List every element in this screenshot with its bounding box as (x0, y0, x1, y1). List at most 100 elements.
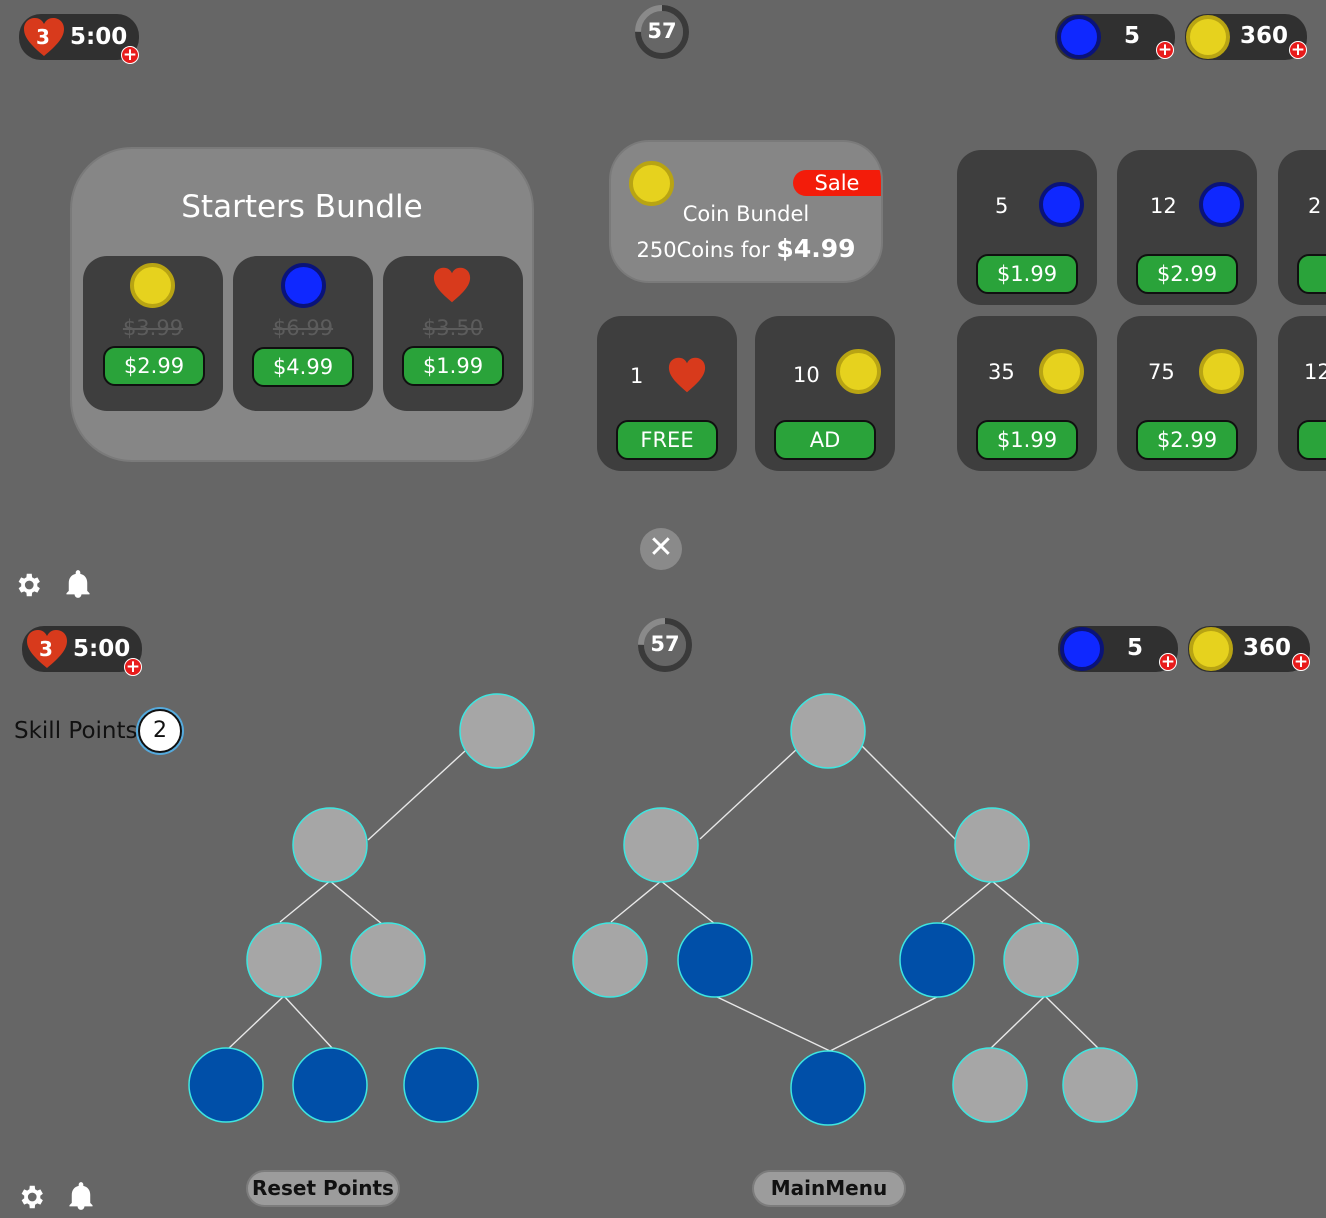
buy-button[interactable]: $4.99 (252, 347, 354, 387)
bundle-item-gems: $6.99 $4.99 (233, 256, 373, 411)
sale-badge: Sale (793, 170, 881, 196)
skill-node-unlocked[interactable] (899, 922, 975, 998)
gem-icon (1060, 627, 1104, 671)
deal-price: $4.99 (776, 234, 856, 263)
buy-button[interactable]: $1.99 (402, 346, 504, 386)
level-indicator: 57 (634, 4, 690, 60)
item-qty: 10 (793, 363, 820, 387)
skill-node-unlocked[interactable] (790, 1050, 866, 1126)
buy-button[interactable]: $2.99 (1136, 254, 1238, 294)
life-timer: 5:00 (70, 24, 128, 50)
buy-button[interactable]: $1.99 (976, 254, 1078, 294)
buy-button[interactable]: $2.99 (1136, 420, 1238, 460)
bell-icon[interactable] (64, 569, 92, 603)
item-qty: 12 (1150, 194, 1177, 218)
lives-pill[interactable]: 3 5:00 + (22, 626, 142, 676)
item-qty: 2 (1308, 194, 1322, 218)
free-heart-card: 1 FREE (597, 316, 737, 471)
add-lives-button[interactable]: + (121, 45, 139, 65)
lives-count: 3 (39, 637, 53, 661)
add-gems-button[interactable]: + (1156, 40, 1174, 60)
old-price: $3.99 (122, 316, 184, 340)
reset-points-button[interactable]: Reset Points (246, 1170, 400, 1207)
item-qty: 1 (630, 364, 644, 388)
gem-count: 5 (1127, 635, 1144, 661)
gem-icon (1039, 182, 1084, 227)
skill-node-locked[interactable] (954, 807, 1030, 883)
skill-node-locked[interactable] (1003, 922, 1079, 998)
skill-node-unlocked[interactable] (403, 1047, 479, 1123)
buy-button[interactable]: $2.99 (103, 346, 205, 386)
gear-icon[interactable] (13, 570, 43, 604)
old-price: $6.99 (272, 316, 334, 340)
coin-pack-card: 35 $1.99 (957, 316, 1097, 471)
gem-pack-card: 2 $ (1278, 150, 1326, 305)
item-qty: 35 (988, 360, 1015, 384)
gem-pack-card: 12 $2.99 (1117, 150, 1257, 305)
skill-node-locked[interactable] (790, 693, 866, 769)
coin-icon (1186, 15, 1230, 59)
heart-icon (432, 266, 472, 308)
coin-bundle-deal[interactable]: Sale Coin Bundel 250Coins for $4.99 (609, 140, 883, 283)
ad-coins-card: 10 AD (755, 316, 895, 471)
deal-offer-text: 250Coins for (636, 238, 770, 262)
gear-icon[interactable] (16, 1182, 46, 1216)
gem-pack-card: 5 $1.99 (957, 150, 1097, 305)
gem-count: 5 (1124, 23, 1141, 49)
main-menu-button[interactable]: MainMenu (752, 1170, 906, 1207)
close-button[interactable]: ✕ (640, 528, 682, 570)
skill-node-unlocked[interactable] (188, 1047, 264, 1123)
coin-pack-card: 75 $2.99 (1117, 316, 1257, 471)
skill-points-count: 2 (138, 709, 182, 753)
add-coins-button[interactable]: + (1292, 652, 1310, 672)
lives-pill[interactable]: 3 5:00 + (19, 14, 139, 64)
skill-node-locked[interactable] (623, 807, 699, 883)
free-button[interactable]: FREE (616, 420, 718, 460)
skill-node-unlocked[interactable] (677, 922, 753, 998)
gems-pill[interactable]: 5 + (1058, 626, 1178, 672)
skill-node-locked[interactable] (1062, 1047, 1138, 1123)
old-price: $3.50 (422, 316, 484, 340)
coin-icon (629, 161, 674, 206)
coin-icon (130, 263, 175, 308)
level-progress-ring (635, 5, 689, 59)
skill-node-locked[interactable] (459, 693, 535, 769)
level-indicator: 57 (637, 617, 693, 673)
coin-icon (1199, 349, 1244, 394)
skill-node-locked[interactable] (292, 807, 368, 883)
coin-count: 360 (1240, 23, 1289, 49)
gem-icon (1199, 182, 1244, 227)
buy-button[interactable]: $ (1297, 420, 1326, 460)
add-gems-button[interactable]: + (1159, 652, 1177, 672)
add-lives-button[interactable]: + (124, 657, 142, 677)
heart-icon (667, 356, 707, 398)
watch-ad-button[interactable]: AD (774, 420, 876, 460)
coins-pill[interactable]: 360 + (1185, 14, 1307, 60)
bundle-title: Starters Bundle (181, 189, 423, 225)
item-qty: 5 (995, 194, 1009, 218)
lives-count: 3 (36, 25, 50, 49)
coin-count: 360 (1243, 635, 1292, 661)
item-qty: 75 (1148, 360, 1175, 384)
heart-icon: 3 (25, 628, 69, 670)
coins-pill[interactable]: 360 + (1188, 626, 1310, 672)
add-coins-button[interactable]: + (1289, 40, 1307, 60)
skill-node-locked[interactable] (246, 922, 322, 998)
shop-screen: 3 5:00 + 57 5 + 360 + Starters Bundle $3… (13, 4, 1326, 604)
coin-icon (1189, 627, 1233, 671)
gems-pill[interactable]: 5 + (1055, 14, 1175, 60)
level-number: 57 (650, 632, 680, 656)
skill-node-locked[interactable] (572, 922, 648, 998)
level-progress-ring (638, 618, 692, 672)
buy-button[interactable]: $ (1297, 254, 1326, 294)
skill-node-locked[interactable] (952, 1047, 1028, 1123)
heart-icon: 3 (22, 16, 66, 58)
deal-offer: 250Coins for $4.99 (611, 234, 881, 263)
gem-icon (281, 263, 326, 308)
buy-button[interactable]: $1.99 (976, 420, 1078, 460)
skill-node-unlocked[interactable] (292, 1047, 368, 1123)
skill-node-locked[interactable] (350, 922, 426, 998)
bundle-item-hearts: $3.50 $1.99 (383, 256, 523, 411)
bell-icon[interactable] (67, 1181, 95, 1215)
